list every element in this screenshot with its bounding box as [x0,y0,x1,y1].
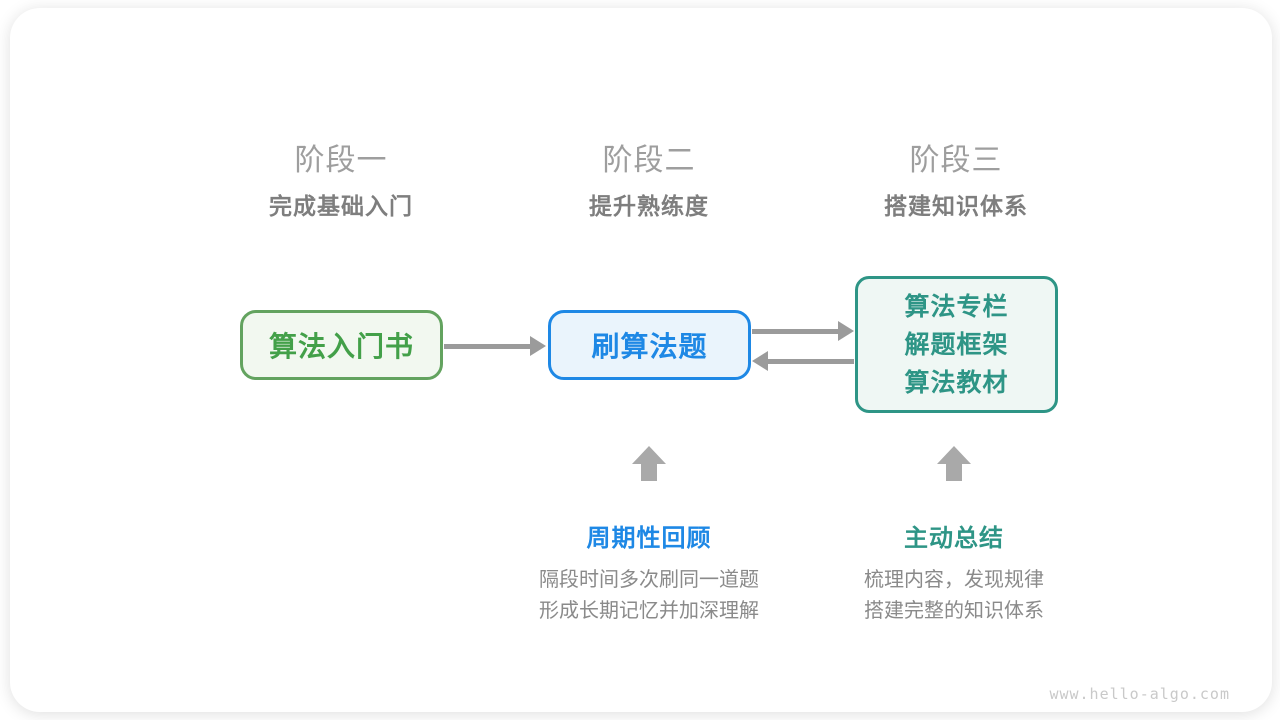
stage2-subtitle: 提升熟练度 [589,193,709,219]
arrow-line [444,344,531,349]
stage2-box-label: 刷算法题 [591,331,708,362]
diagram-card: 阶段一 阶段二 阶段三 完成基础入门 提升熟练度 搭建知识体系 算法入门书 刷算… [10,8,1272,712]
up-arrow-head [937,446,971,464]
stage1-title: 阶段一 [294,144,388,177]
arrow-line [752,329,839,334]
summary-desc-line-2: 搭建完整的知识体系 [864,600,1044,622]
stage3-box-line-1: 算法专栏 [904,292,1009,321]
stage3-box: 算法专栏 解题框架 算法教材 [855,276,1058,413]
stage3-title: 阶段三 [909,144,1003,177]
review-label: 周期性回顾 [586,525,712,552]
arrow-stage1-to-stage2-right-icon [444,336,546,356]
up-arrow-review-icon [632,446,666,481]
stage1-box-label: 算法入门书 [268,331,414,362]
summary-description: 梳理内容，发现规律 搭建完整的知识体系 [784,565,1124,627]
up-arrow-summary-icon [937,446,971,481]
review-desc-line-1: 隔段时间多次刷同一道题 [539,569,759,591]
watermark-url: www.hello-algo.com [1049,685,1230,703]
stage1-subtitle: 完成基础入门 [269,193,413,219]
review-desc-line-2: 形成长期记忆并加深理解 [539,600,759,622]
arrow-head-right-icon [838,321,854,341]
up-arrow-stem [641,464,657,481]
stage3-subtitle: 搭建知识体系 [884,193,1028,219]
up-arrow-head [632,446,666,464]
stage2-box: 刷算法题 [548,310,751,380]
up-arrow-stem [946,464,962,481]
arrow-head-left-icon [752,351,768,371]
stage1-box: 算法入门书 [240,310,443,380]
summary-desc-line-1: 梳理内容，发现规律 [864,569,1044,591]
review-description: 隔段时间多次刷同一道题 形成长期记忆并加深理解 [479,565,819,627]
arrow-stage2-to-stage3-right-icon [752,321,854,341]
stage3-box-line-3: 算法教材 [904,368,1009,397]
arrow-line [767,359,854,364]
summary-label: 主动总结 [904,525,1004,552]
arrow-stage3-to-stage2-left-icon [752,351,854,371]
arrow-head-right-icon [530,336,546,356]
stage3-box-line-2: 解题框架 [904,330,1009,359]
stage2-title: 阶段二 [602,144,696,177]
